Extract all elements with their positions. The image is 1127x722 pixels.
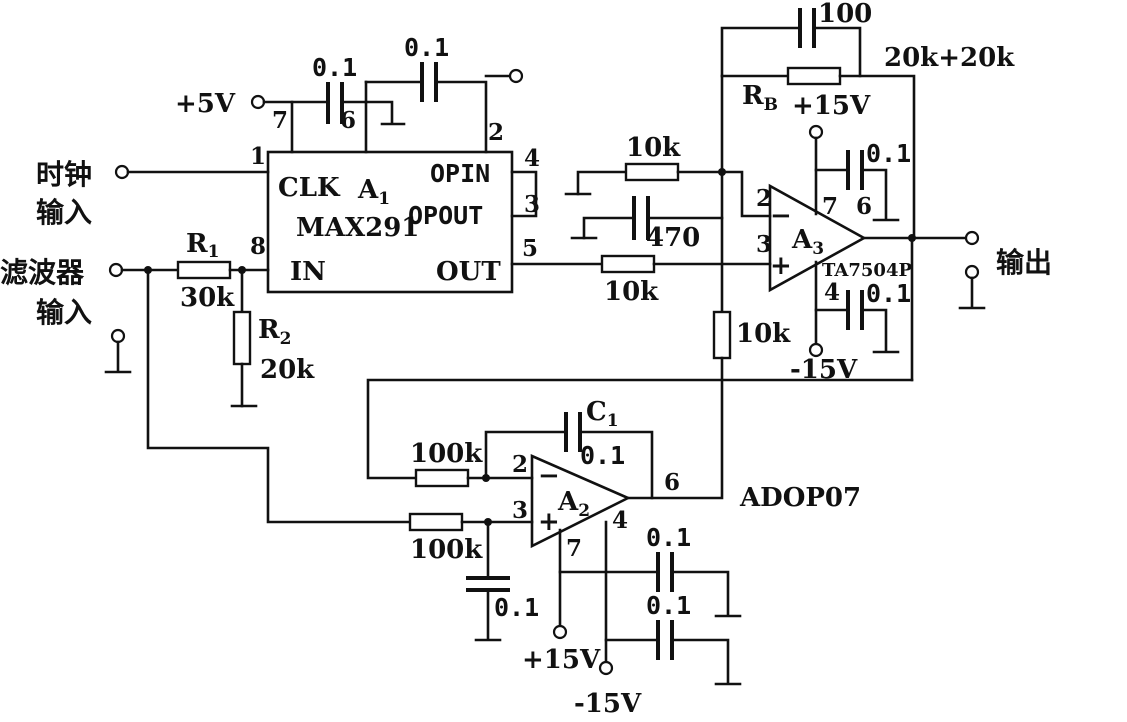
a2-plus15-label: +15V (522, 645, 601, 675)
filter-ground-terminal (110, 328, 126, 344)
r-opin-resistor (624, 162, 680, 182)
a2-minus: − (538, 461, 560, 491)
a3-minus15-label: -15V (790, 355, 858, 385)
a3-cap1-value: 0.1 (866, 139, 911, 168)
c-a2-p7-value: 0.1 (646, 523, 691, 552)
pin5-label: 5 (522, 235, 538, 262)
max291-chip (266, 150, 514, 294)
filter-to-a2-wire (146, 268, 412, 524)
output-terminal (964, 230, 980, 246)
r2-resistor (232, 310, 252, 366)
plus5v-label: +5V (175, 89, 236, 119)
a1-in-label: IN (290, 257, 326, 287)
r1-value: 30k (180, 283, 235, 313)
r-a2-bot-resistor (408, 512, 464, 532)
c-a2-p4-value: 0.1 (646, 591, 691, 620)
r2-value: 20k (260, 355, 315, 385)
a3-part-number: TA7504P (822, 260, 912, 281)
plus5v-terminal (250, 94, 266, 110)
filter-input-label-2: 输入 (36, 296, 92, 329)
pin6-label: 6 (340, 107, 356, 134)
rb-value: 20k+20k (884, 43, 1015, 73)
a3-pin2: 2 (756, 185, 772, 212)
r-opin-value: 10k (626, 133, 681, 163)
r-a2-bot-value: 100k (410, 535, 483, 565)
a3-minus15-terminal (808, 342, 824, 358)
a1-clk-label: CLK (278, 173, 341, 203)
rb-resistor (786, 66, 842, 86)
a1-opout-label: OPOUT (408, 201, 483, 230)
r2-label: R2 (258, 315, 291, 349)
a2-pin2: 2 (512, 451, 528, 478)
a2-designator: A2 (557, 487, 590, 521)
a3-cap2-value: 0.1 (866, 279, 911, 308)
pin2-terminal (508, 68, 524, 84)
clock-input-terminal (114, 164, 130, 180)
a2-minus15-label: -15V (574, 689, 642, 719)
a3-plus: + (770, 251, 792, 281)
c1-value: 0.1 (580, 441, 625, 470)
filter-input-terminal (108, 262, 124, 278)
pin4-label: 4 (524, 145, 540, 172)
cap-top-left-value: 0.1 (312, 53, 357, 82)
r-a2-top-resistor (414, 468, 470, 488)
filter-input-label-1: 滤波器 (0, 256, 85, 289)
a3-designator: A3 (791, 225, 824, 259)
rb-label: RB (742, 81, 778, 115)
a3-plus15-terminal (808, 124, 824, 140)
a1-out-label: OUT (436, 257, 501, 287)
a2-plus: + (538, 507, 560, 537)
r-a2-top-value: 100k (410, 439, 483, 469)
a2-opamp (530, 454, 632, 549)
a2-pin6: 6 (664, 469, 680, 496)
a2-plus15-terminal (552, 624, 568, 640)
a2-pin3: 3 (512, 497, 528, 524)
a1-part-number: MAX291 (296, 213, 419, 243)
r-vert-value: 10k (736, 319, 791, 349)
clock-input-label-1: 时钟 (36, 158, 92, 191)
pin2-label: 2 (488, 119, 504, 146)
output-label: 输出 (996, 246, 1052, 279)
a3-minus: − (770, 201, 792, 231)
pin1-label: 1 (250, 143, 266, 170)
a3-plus15-label: +15V (792, 91, 871, 121)
r-out-resistor (600, 254, 656, 274)
a2-pin7: 7 (566, 535, 582, 562)
a3-pin6: 6 (856, 193, 872, 220)
c-a2-in-value: 0.1 (494, 593, 539, 622)
cap-top-right-value: 0.1 (404, 33, 449, 62)
a1-designator: A1 (357, 175, 390, 209)
a2-pin4: 4 (612, 507, 628, 534)
r-vert-resistor (712, 310, 732, 360)
r1-resistor (176, 260, 232, 280)
pin8-label: 8 (250, 233, 266, 260)
clock-input-label-2: 输入 (36, 196, 92, 229)
pin7-label: 7 (272, 107, 288, 134)
c470-value: 470 (646, 223, 700, 253)
opin-opout-link (510, 170, 538, 218)
r-out-value: 10k (604, 277, 659, 307)
a1-opin-label: OPIN (430, 159, 490, 188)
r1-label: R1 (186, 229, 219, 262)
a3-pin7: 7 (822, 193, 838, 220)
a2-minus15-terminal (598, 660, 614, 676)
a3-pin3: 3 (756, 231, 772, 258)
a2-part-number: ADOP07 (739, 483, 861, 513)
output-feedback-wire (366, 378, 914, 480)
output-ground-terminal (964, 264, 980, 280)
c100-value: 100 (818, 0, 872, 29)
a3-pin4: 4 (824, 279, 840, 306)
c1-label: C1 (586, 397, 619, 431)
pin3-label: 3 (524, 191, 540, 218)
